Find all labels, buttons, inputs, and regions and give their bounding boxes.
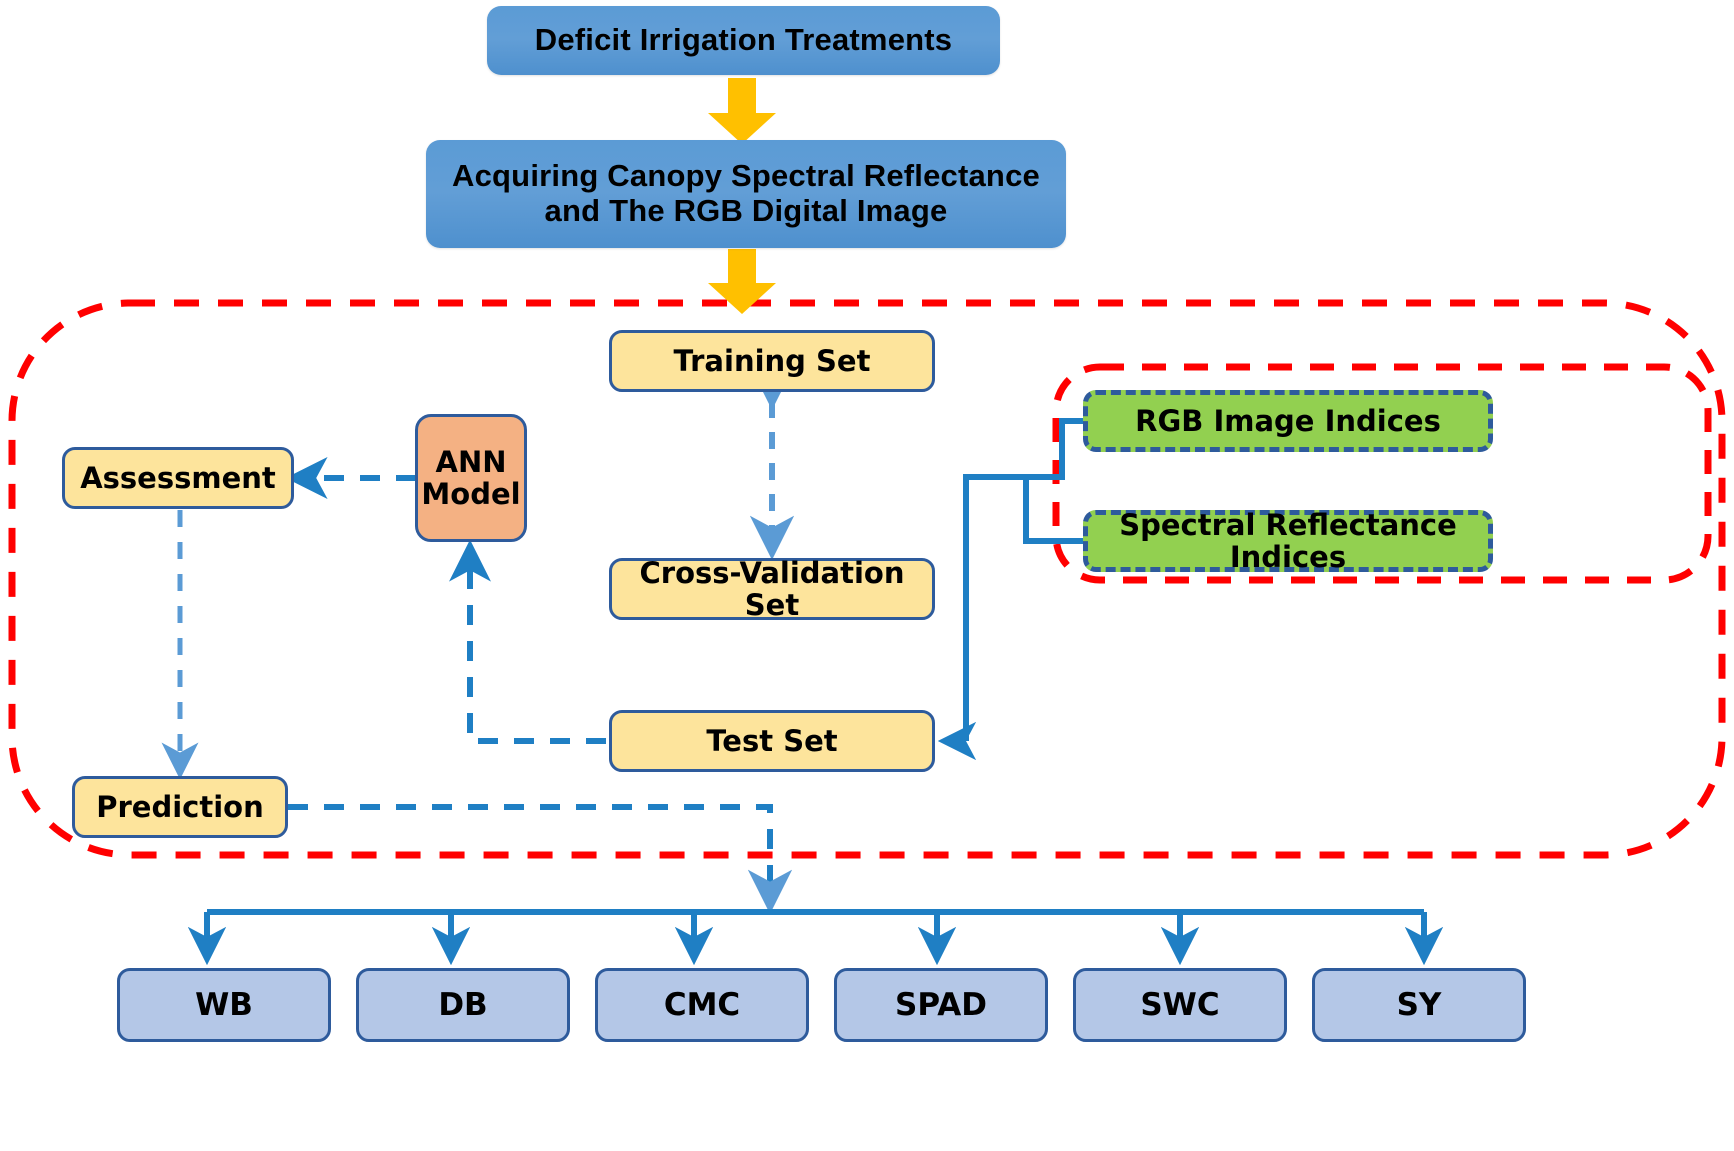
node-test-set[interactable]: Test Set [609,710,935,772]
down-arrow-icon-deficit-to-acquire [708,78,776,144]
node-label: Assessment [80,460,276,495]
node-rgb-image-indices[interactable]: RGB Image Indices [1083,390,1493,452]
node-deficit-irrigation-treatments[interactable]: Deficit Irrigation Treatments [487,6,1000,75]
node-label: RGB Image Indices [1135,403,1441,438]
node-output-sy[interactable]: SY [1312,968,1526,1042]
node-label: DB [438,986,488,1023]
node-label: CMC [663,986,741,1023]
dashed-connector-icon-test-to-ann [449,539,606,744]
node-label: WB [195,986,253,1023]
node-output-spad[interactable]: SPAD [834,968,1048,1042]
node-output-swc[interactable]: SWC [1073,968,1287,1042]
node-cross-validation-set[interactable]: Cross-Validation Set [609,555,935,622]
node-label: SWC [1140,986,1220,1023]
node-label: Deficit Irrigation Treatments [534,22,953,58]
node-prediction[interactable]: Prediction [72,776,288,838]
node-label: Spectral Reflectance Indices [1119,507,1457,574]
node-acquiring-canopy-spectral-reflectance[interactable]: Acquiring Canopy Spectral Reflectance an… [426,140,1066,248]
node-label: Test Set [706,723,838,758]
node-label: Prediction [96,789,264,824]
node-label-line2: and The RGB Digital Image [544,193,948,228]
node-label: SPAD [895,986,987,1023]
node-assessment[interactable]: Assessment [62,447,294,509]
node-label: SY [1396,986,1442,1023]
node-output-db[interactable]: DB [356,968,570,1042]
node-label-line2: Model [421,477,521,511]
node-spectral-reflectance-indices[interactable]: Spectral Reflectance Indices [1083,507,1493,574]
connector-icon-spectral-indices-to-test [1023,477,1083,544]
node-output-wb[interactable]: WB [117,968,331,1042]
node-ann-model[interactable]: ANN Model [415,414,527,542]
node-training-set[interactable]: Training Set [609,330,935,392]
node-label: Cross-Validation Set [639,555,905,622]
node-label-line1: ANN [435,444,507,479]
node-output-cmc[interactable]: CMC [595,968,809,1042]
down-arrow-icon-acquire-to-model [708,249,776,314]
node-label: Training Set [673,343,871,378]
connector-icon-rgb-indices-to-test [963,418,1083,741]
node-label-line1: Acquiring Canopy Spectral Reflectance [452,158,1040,194]
dashed-connector-icon-prediction-to-outputs [288,804,793,914]
